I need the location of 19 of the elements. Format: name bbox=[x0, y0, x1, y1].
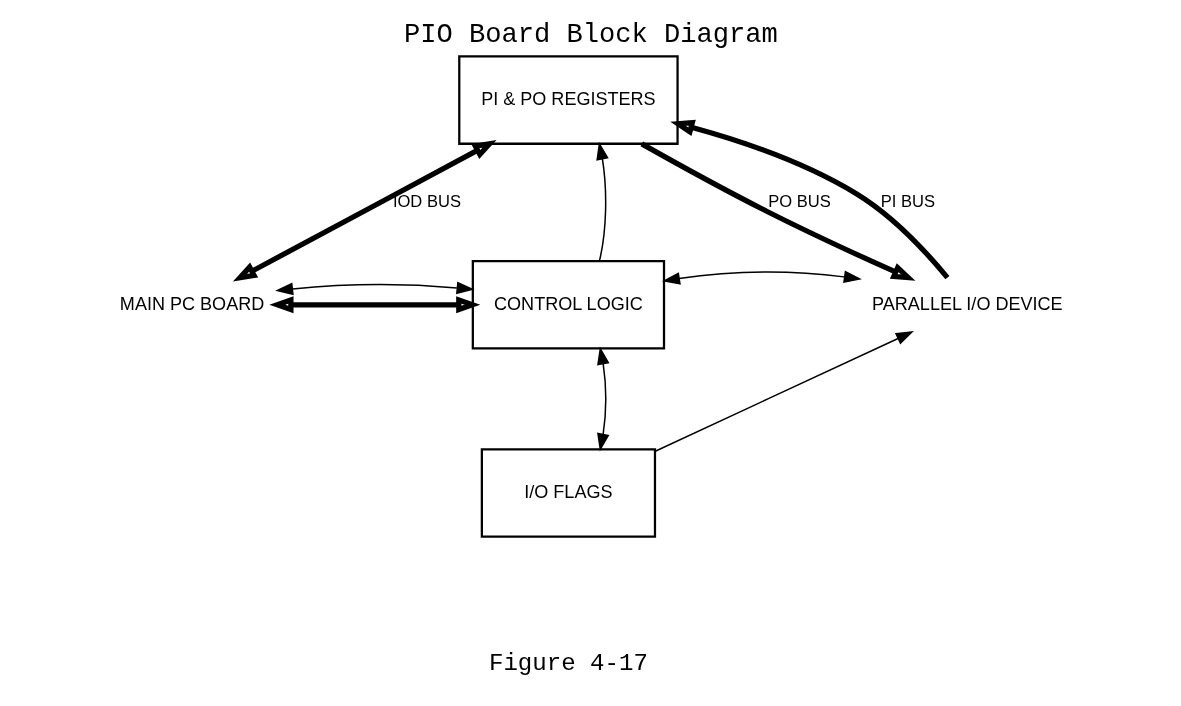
edge-label: PO BUS bbox=[767, 191, 831, 211]
node-box: I/O FLAGS bbox=[480, 448, 656, 538]
arrow bbox=[669, 119, 949, 280]
arrow bbox=[596, 346, 609, 452]
arrow bbox=[640, 141, 915, 281]
node-text: MAIN PC BOARD bbox=[119, 293, 264, 314]
diagram-title: PIO Board Block Diagram bbox=[403, 18, 778, 50]
arrow bbox=[595, 141, 609, 262]
arrow bbox=[661, 270, 862, 285]
arrow bbox=[232, 140, 497, 282]
node-text: PARALLEL I/O DEVICE bbox=[871, 293, 1063, 314]
node-box: CONTROL LOGIC bbox=[471, 260, 665, 350]
arrow bbox=[268, 296, 480, 314]
caption: Figure 4-17 bbox=[488, 650, 648, 678]
edge-label: PI BUS bbox=[880, 191, 935, 211]
node-box: PI & PO REGISTERS bbox=[457, 55, 679, 145]
arrow bbox=[654, 331, 914, 452]
edge-label: IOD BUS bbox=[392, 191, 461, 211]
arrow bbox=[274, 281, 475, 296]
